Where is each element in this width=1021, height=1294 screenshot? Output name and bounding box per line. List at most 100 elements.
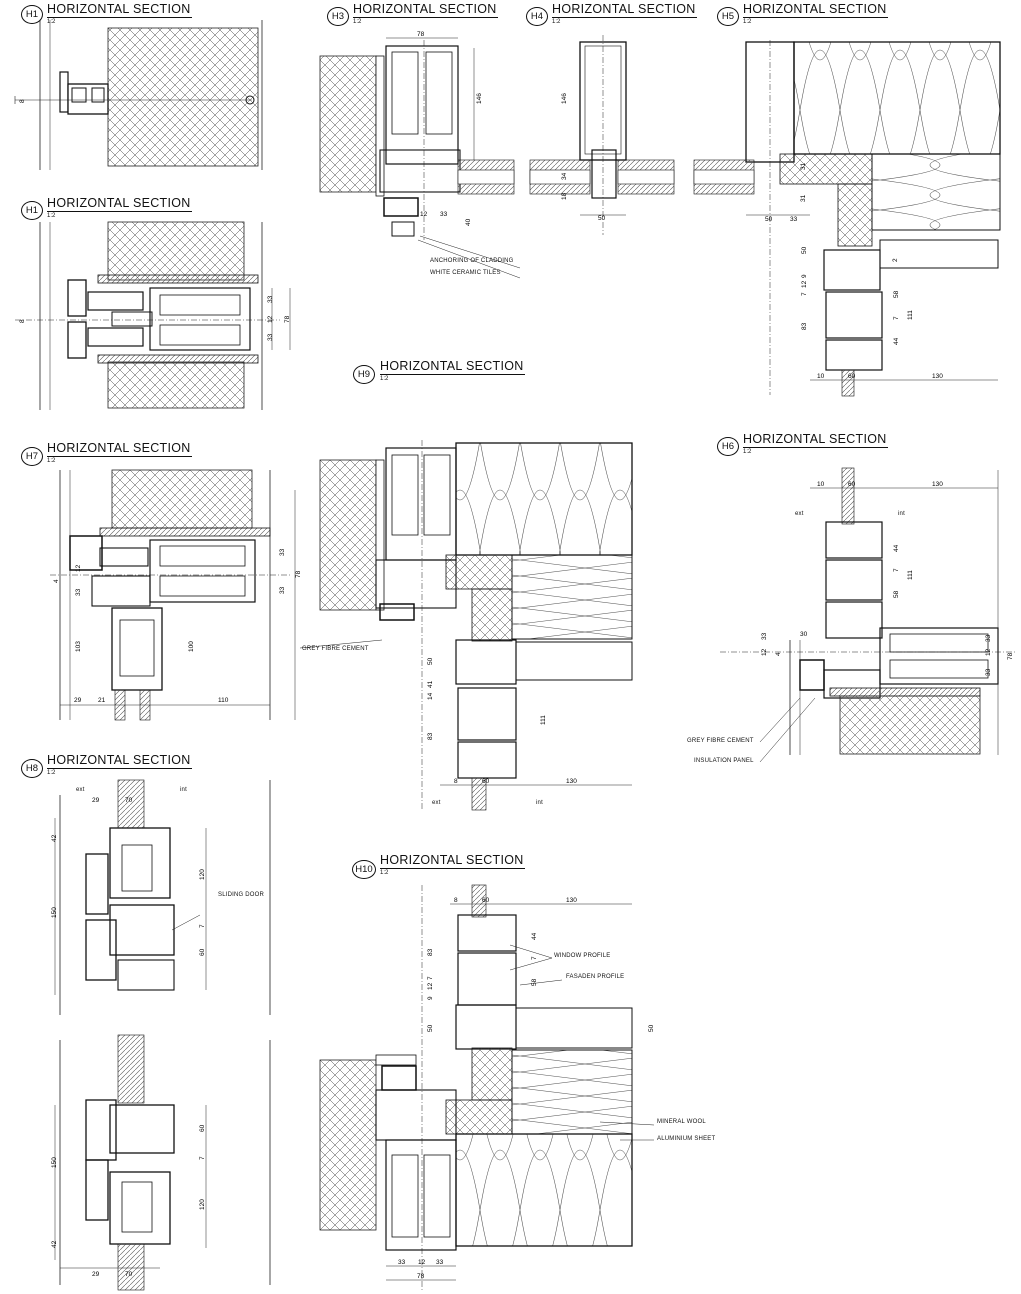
section-title: HORIZONTAL SECTION (743, 2, 887, 16)
dim-h8-29: 29 (92, 797, 100, 804)
section-scale: 1:2 (47, 458, 56, 464)
section-h9-drawing: 50 14 41 83 111 8 60 130 (299, 440, 633, 811)
section-id: H8 (21, 759, 43, 778)
dim-h6-33c: 33 (985, 668, 992, 676)
section-title: HORIZONTAL SECTION (47, 441, 191, 455)
dim-h1b-33a: 33 (267, 295, 274, 303)
dim-h7-100: 100 (188, 641, 195, 652)
dim-h8b-150: 150 (51, 1157, 58, 1168)
section-id: H3 (327, 7, 349, 26)
dim-h5-12: 12 (801, 280, 808, 288)
dim-h7-29: 29 (74, 697, 82, 704)
dim-h7-110: 110 (218, 697, 229, 704)
dim-h9-41: 41 (427, 680, 434, 688)
dim-h5-58: 58 (893, 290, 900, 298)
note-int-h9: int (536, 800, 543, 806)
dim-h6-12b: 12 (985, 648, 992, 656)
note-grey-fibre-cement-h9: GREY FIBRE CEMENT (302, 646, 369, 652)
dim-h5-31b: 31 (800, 194, 807, 202)
note-ext-h8: ext (76, 787, 85, 793)
dim-h6-4: 4 (775, 652, 782, 656)
dim-h10-33a: 33 (398, 1259, 406, 1266)
note-grey-fibre-cement-h6: GREY FIBRE CEMENT (687, 738, 754, 744)
dim-h5-111: 111 (907, 310, 914, 320)
dim-h7-33b: 33 (279, 548, 286, 556)
dim-h4-146: 146 (561, 93, 568, 104)
dim-h7-103: 103 (75, 641, 82, 652)
dim-h6-10: 10 (817, 481, 825, 488)
dim-h10-8: 8 (454, 897, 458, 904)
note-int-h6: int (898, 511, 905, 517)
dim-h8-150: 150 (51, 907, 58, 918)
dim-h10-7: 7 (531, 956, 538, 960)
section-title: HORIZONTAL SECTION (47, 2, 191, 16)
note-white-ceramic-tiles: WHITE CERAMIC TILES (430, 270, 501, 276)
dim-h3-78: 78 (417, 31, 425, 38)
dim-h10-50b: 50 (648, 1024, 655, 1032)
dim-h10-12b: 12 (418, 1259, 426, 1266)
dim-h5-44: 44 (893, 337, 900, 345)
dim-h6-33b: 33 (985, 634, 992, 642)
dim-h7-33a: 33 (75, 588, 82, 596)
dim-h4-18: 18 (561, 192, 568, 200)
dim-h10-78: 78 (417, 1273, 425, 1280)
dim-h3-40: 40 (465, 218, 472, 226)
section-title: HORIZONTAL SECTION (47, 196, 191, 210)
section-title: HORIZONTAL SECTION (353, 2, 497, 16)
dim-h9-111: 111 (540, 715, 547, 725)
section-id: H5 (717, 7, 739, 26)
section-scale: 1:2 (743, 449, 752, 455)
dim-h10-12: 12 (427, 982, 434, 990)
note-sliding-door: SLIDING DOOR (218, 892, 265, 898)
section-h3-drawing: 78 146 12 33 40 (319, 31, 521, 279)
section-h1a-drawing (14, 20, 263, 170)
dim-h5-9: 9 (801, 274, 808, 278)
dim-h5-50v: 50 (801, 246, 808, 254)
dim-h3-33: 33 (440, 211, 448, 218)
dim-h1b-33b: 33 (267, 333, 274, 341)
dim-h10-58: 58 (531, 978, 538, 986)
dim-h10-60: 60 (482, 897, 490, 904)
dim-h10-9: 9 (427, 996, 434, 1000)
dim-h9-130: 130 (566, 778, 577, 785)
section-title: HORIZONTAL SECTION (380, 853, 524, 867)
dim-h10-7b: 7 (427, 976, 434, 980)
dim-h5-50: 50 (765, 216, 773, 223)
dim-h5-7b: 7 (893, 316, 900, 320)
section-id: H10 (352, 860, 376, 879)
dim-h9-50: 50 (427, 657, 434, 665)
dim-h5-33: 33 (790, 216, 798, 223)
section-id: H4 (526, 7, 548, 26)
dim-h7-33c: 33 (279, 586, 286, 594)
dim-h5-130: 130 (932, 373, 943, 380)
dim-h8b-29: 29 (92, 1271, 100, 1278)
section-h4-drawing: 146 34 18 50 (529, 35, 675, 235)
note-int-h8: int (180, 787, 187, 793)
dim-h8-7: 7 (199, 924, 206, 928)
dim-h6-78: 78 (1007, 652, 1014, 660)
note-window-profile: WINDOW PROFILE (554, 953, 611, 959)
section-scale: 1:2 (47, 213, 56, 219)
dim-h10-50a: 50 (427, 1024, 434, 1032)
dim-h4-34: 34 (561, 172, 568, 180)
dim-h6-58: 58 (893, 590, 900, 598)
dim-h6-12a: 12 (761, 648, 768, 656)
dim-h5-2: 2 (892, 258, 899, 262)
section-scale: 1:2 (380, 870, 389, 876)
dim-h1-8: 8 (19, 99, 26, 103)
section-title: HORIZONTAL SECTION (743, 432, 887, 446)
section-title: HORIZONTAL SECTION (552, 2, 696, 16)
dim-h8-42: 42 (51, 834, 58, 842)
dim-h9-83: 83 (427, 732, 434, 740)
dim-h5-83: 83 (801, 322, 808, 330)
dim-h7-21: 21 (98, 697, 106, 704)
dim-h8-60: 60 (199, 948, 206, 956)
dim-h10-33b: 33 (436, 1259, 444, 1266)
dim-h6-33a: 33 (761, 632, 768, 640)
dim-h1b-8: 8 (19, 319, 26, 323)
section-scale: 1:2 (743, 19, 752, 25)
dim-h9-60: 60 (482, 778, 490, 785)
dim-h1b-78: 78 (284, 315, 291, 323)
note-fasaden-profile: FASADEN PROFILE (566, 974, 625, 980)
